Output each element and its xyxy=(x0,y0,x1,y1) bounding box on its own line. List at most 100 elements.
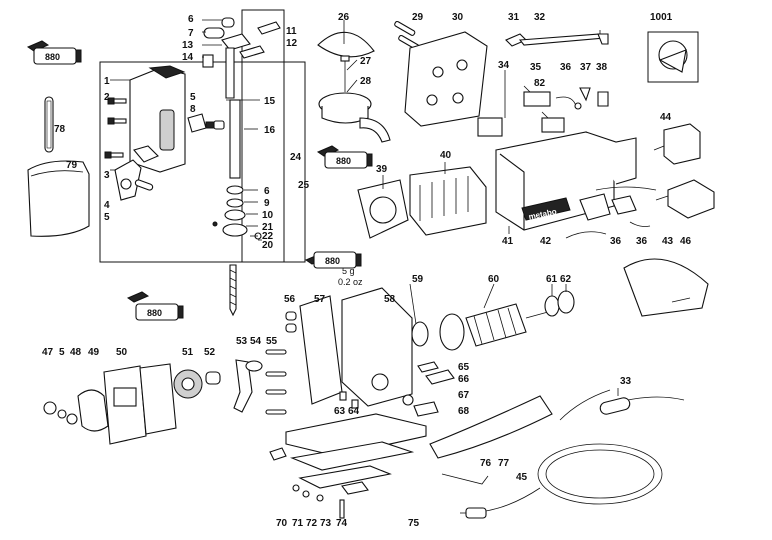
label-6a: 6 xyxy=(188,14,194,25)
grease-tube-top-left: 880 xyxy=(26,40,82,65)
gear-housing-58 xyxy=(341,287,413,407)
label-34: 34 xyxy=(498,60,510,71)
screw-2 xyxy=(104,97,127,159)
brush-strip-78 xyxy=(44,96,54,153)
label-10: 10 xyxy=(262,210,274,221)
label-42: 42 xyxy=(540,236,552,247)
grease-tube-center: 880 xyxy=(316,145,373,169)
label-36c: 36 xyxy=(636,236,648,247)
label-21: 21 xyxy=(262,222,274,233)
label-65: 65 xyxy=(458,362,470,373)
screws-29 xyxy=(394,20,420,50)
label-37: 37 xyxy=(580,62,592,73)
label-6b: 6 xyxy=(264,186,270,197)
label-64: 64 xyxy=(348,406,360,417)
label-71: 71 xyxy=(292,518,304,529)
label-46: 46 xyxy=(680,236,692,247)
label-8: 8 xyxy=(190,104,196,115)
label-36a: 36 xyxy=(560,62,572,73)
label-24: 24 xyxy=(290,152,302,163)
label-38: 38 xyxy=(596,62,608,73)
electronics-43-46 xyxy=(655,179,715,219)
label-60: 60 xyxy=(488,274,500,285)
label-3: 3 xyxy=(104,170,110,181)
housing-cover-79 xyxy=(27,160,90,237)
armature-59-62 xyxy=(411,290,575,351)
switch-rod-31-32 xyxy=(505,33,609,47)
pin-4 xyxy=(134,179,154,191)
label-70: 70 xyxy=(276,518,288,529)
grease-tube-5g: 880 xyxy=(304,251,362,269)
label-27: 27 xyxy=(360,56,372,67)
power-cable-33-45 xyxy=(460,389,685,519)
label-61: 61 xyxy=(546,274,558,285)
label-13: 13 xyxy=(182,40,194,51)
label-11: 11 xyxy=(286,26,297,37)
label-5b: 5 xyxy=(190,92,196,103)
label-54: 54 xyxy=(250,336,262,347)
label-57: 57 xyxy=(314,294,326,305)
screw-27 xyxy=(340,55,350,92)
grease-tube-label: 880 xyxy=(325,256,340,266)
label-32: 32 xyxy=(534,12,546,23)
capacitor-44 xyxy=(653,123,701,165)
label-43: 43 xyxy=(662,236,674,247)
leader-lines xyxy=(110,19,619,396)
label-plate-34 xyxy=(477,117,503,137)
cover-plate-30 xyxy=(404,31,488,127)
guide-parts-6-16 xyxy=(187,17,281,240)
label-76: 76 xyxy=(480,458,492,469)
label-66: 66 xyxy=(458,374,470,385)
label-72: 72 xyxy=(306,518,318,529)
grease-amount-oz: 0.2 oz xyxy=(338,277,363,287)
label-33: 33 xyxy=(620,376,632,387)
label-51: 51 xyxy=(182,347,194,358)
label-55: 55 xyxy=(266,336,278,347)
label-47: 47 xyxy=(42,347,54,358)
gear-housing-1 xyxy=(129,65,186,173)
label-29: 29 xyxy=(412,12,424,23)
label-49: 49 xyxy=(88,347,100,358)
part-number-labels: 1 2 3 4 5 6 7 13 14 11 12 5 8 15 16 24 2… xyxy=(42,12,692,529)
label-16: 16 xyxy=(264,125,276,136)
hex-key-76 xyxy=(441,473,489,485)
label-74: 74 xyxy=(336,518,348,529)
clips-37-38 xyxy=(579,87,609,107)
label-79: 79 xyxy=(66,160,78,171)
label-75: 75 xyxy=(408,518,420,529)
label-44: 44 xyxy=(660,112,672,123)
label-59: 59 xyxy=(412,274,424,285)
label-26: 26 xyxy=(338,12,350,23)
grease-tube-label: 880 xyxy=(147,308,162,318)
inset-box-1001 xyxy=(647,31,699,83)
label-73: 73 xyxy=(320,518,332,529)
label-30: 30 xyxy=(452,12,464,23)
lever-53-54 xyxy=(233,349,287,415)
label-82: 82 xyxy=(534,78,546,89)
seal-56 xyxy=(285,311,297,333)
gear-parts-47-52 xyxy=(43,363,221,445)
label-28: 28 xyxy=(360,76,372,87)
knob-26 xyxy=(317,31,375,58)
switch-assembly-36 xyxy=(565,186,657,239)
label-5a: 5 xyxy=(104,212,110,223)
label-40: 40 xyxy=(440,150,452,161)
label-22: 22 xyxy=(262,231,274,242)
stator-40 xyxy=(409,166,487,236)
label-63: 63 xyxy=(334,406,346,417)
label-4: 4 xyxy=(104,200,110,211)
label-20: 20 xyxy=(262,240,274,251)
label-12: 12 xyxy=(286,38,298,49)
grease-tube-label: 880 xyxy=(336,156,351,166)
label-56: 56 xyxy=(284,294,296,305)
assembly-frame-24 xyxy=(241,9,285,263)
label-31: 31 xyxy=(508,12,520,23)
small-parts-63-68 xyxy=(339,361,455,417)
motor-housing-41 xyxy=(495,131,637,231)
grease-amount-g: 5 g xyxy=(342,266,355,276)
label-58: 58 xyxy=(384,294,396,305)
label-78: 78 xyxy=(54,124,66,135)
label-9: 9 xyxy=(264,198,270,209)
label-67: 67 xyxy=(458,390,470,401)
